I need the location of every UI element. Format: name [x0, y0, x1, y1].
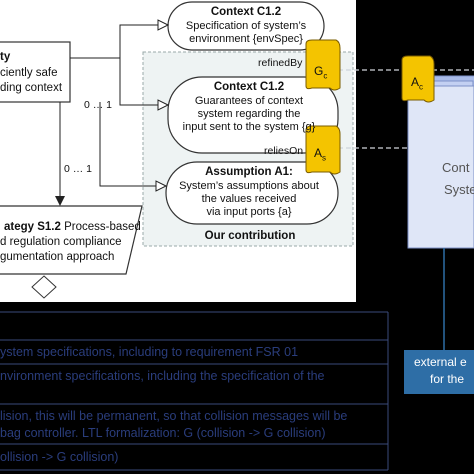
undeveloped-diamond [31, 275, 57, 299]
tag-ac-shape [401, 55, 435, 103]
goal-text-line2: ciently safe [0, 67, 58, 79]
strategy-line1: ategy S1.2 Process-based [4, 221, 141, 233]
to-assumption-line [99, 102, 158, 187]
assumption-line3: via input ports {a} [206, 206, 292, 218]
table-row-6: ollision -> G collision) [0, 450, 119, 464]
relieson-label: reliesOn [264, 145, 304, 157]
to-context-mid-line [119, 58, 160, 106]
context-top-line1: Specification of system’s [185, 20, 307, 32]
context-mid-line2: system regarding the [197, 108, 301, 120]
table-row-5: bag controller. LTL formalization: G (co… [0, 426, 326, 440]
refinedby-label: refinedBy [258, 57, 303, 69]
context-mid-title: Context C1.2 [213, 81, 285, 93]
tag-as-shape [305, 125, 341, 175]
tag-ac-label: Ac [411, 75, 424, 92]
goal-text-line1: ty [0, 51, 11, 63]
external-note-box [404, 350, 474, 394]
assumption-title: Assumption A1: [205, 166, 293, 178]
external-note-line1: external e [414, 355, 467, 369]
strategy-title: ategy S1.2 [4, 221, 61, 233]
tag-gc-shape [305, 39, 341, 91]
context-mid-line1: Guarantees of context [194, 95, 304, 107]
assumption-pill [165, 161, 339, 225]
tag-as-label: As [314, 146, 327, 163]
table-row-4: lision, this will be permanent, so that … [0, 409, 348, 423]
strategy-title-rest: Process-based [60, 221, 141, 233]
strategy-line3: gumentation approach [0, 251, 115, 263]
strategy-parallelogram [0, 205, 143, 275]
system-page-front [407, 85, 474, 249]
table-row-2: nvironment specifications, including the… [0, 369, 325, 383]
context-top-pill [167, 1, 325, 51]
context-mid-pill [167, 76, 339, 154]
assumption-line1: System’s assumptions about [179, 180, 319, 192]
context-top-line2: environment {envSpec} [189, 33, 303, 45]
system-label-line1: Cont [442, 160, 470, 175]
goal-to-context-line [70, 24, 160, 59]
external-note-line2: for the [430, 372, 465, 386]
tag-gc-label: Gc [314, 64, 328, 81]
multiplicity-1: 0 … 1 [84, 99, 113, 111]
table-row-1: ystem specifications, including to requi… [0, 345, 299, 359]
context-top-title: Context C1.2 [210, 6, 282, 18]
our-contribution-label: Our contribution [204, 230, 296, 242]
multiplicity-2: 0 … 1 [64, 163, 93, 175]
goal-text-line3: ding context [0, 82, 63, 94]
context-mid-line3: input sent to the system {g} [182, 121, 316, 133]
system-label-line2: Syste [444, 182, 474, 197]
assumption-line2: the values received [201, 193, 297, 205]
strategy-line2: d regulation compliance [0, 236, 122, 248]
goal-box [0, 41, 71, 103]
